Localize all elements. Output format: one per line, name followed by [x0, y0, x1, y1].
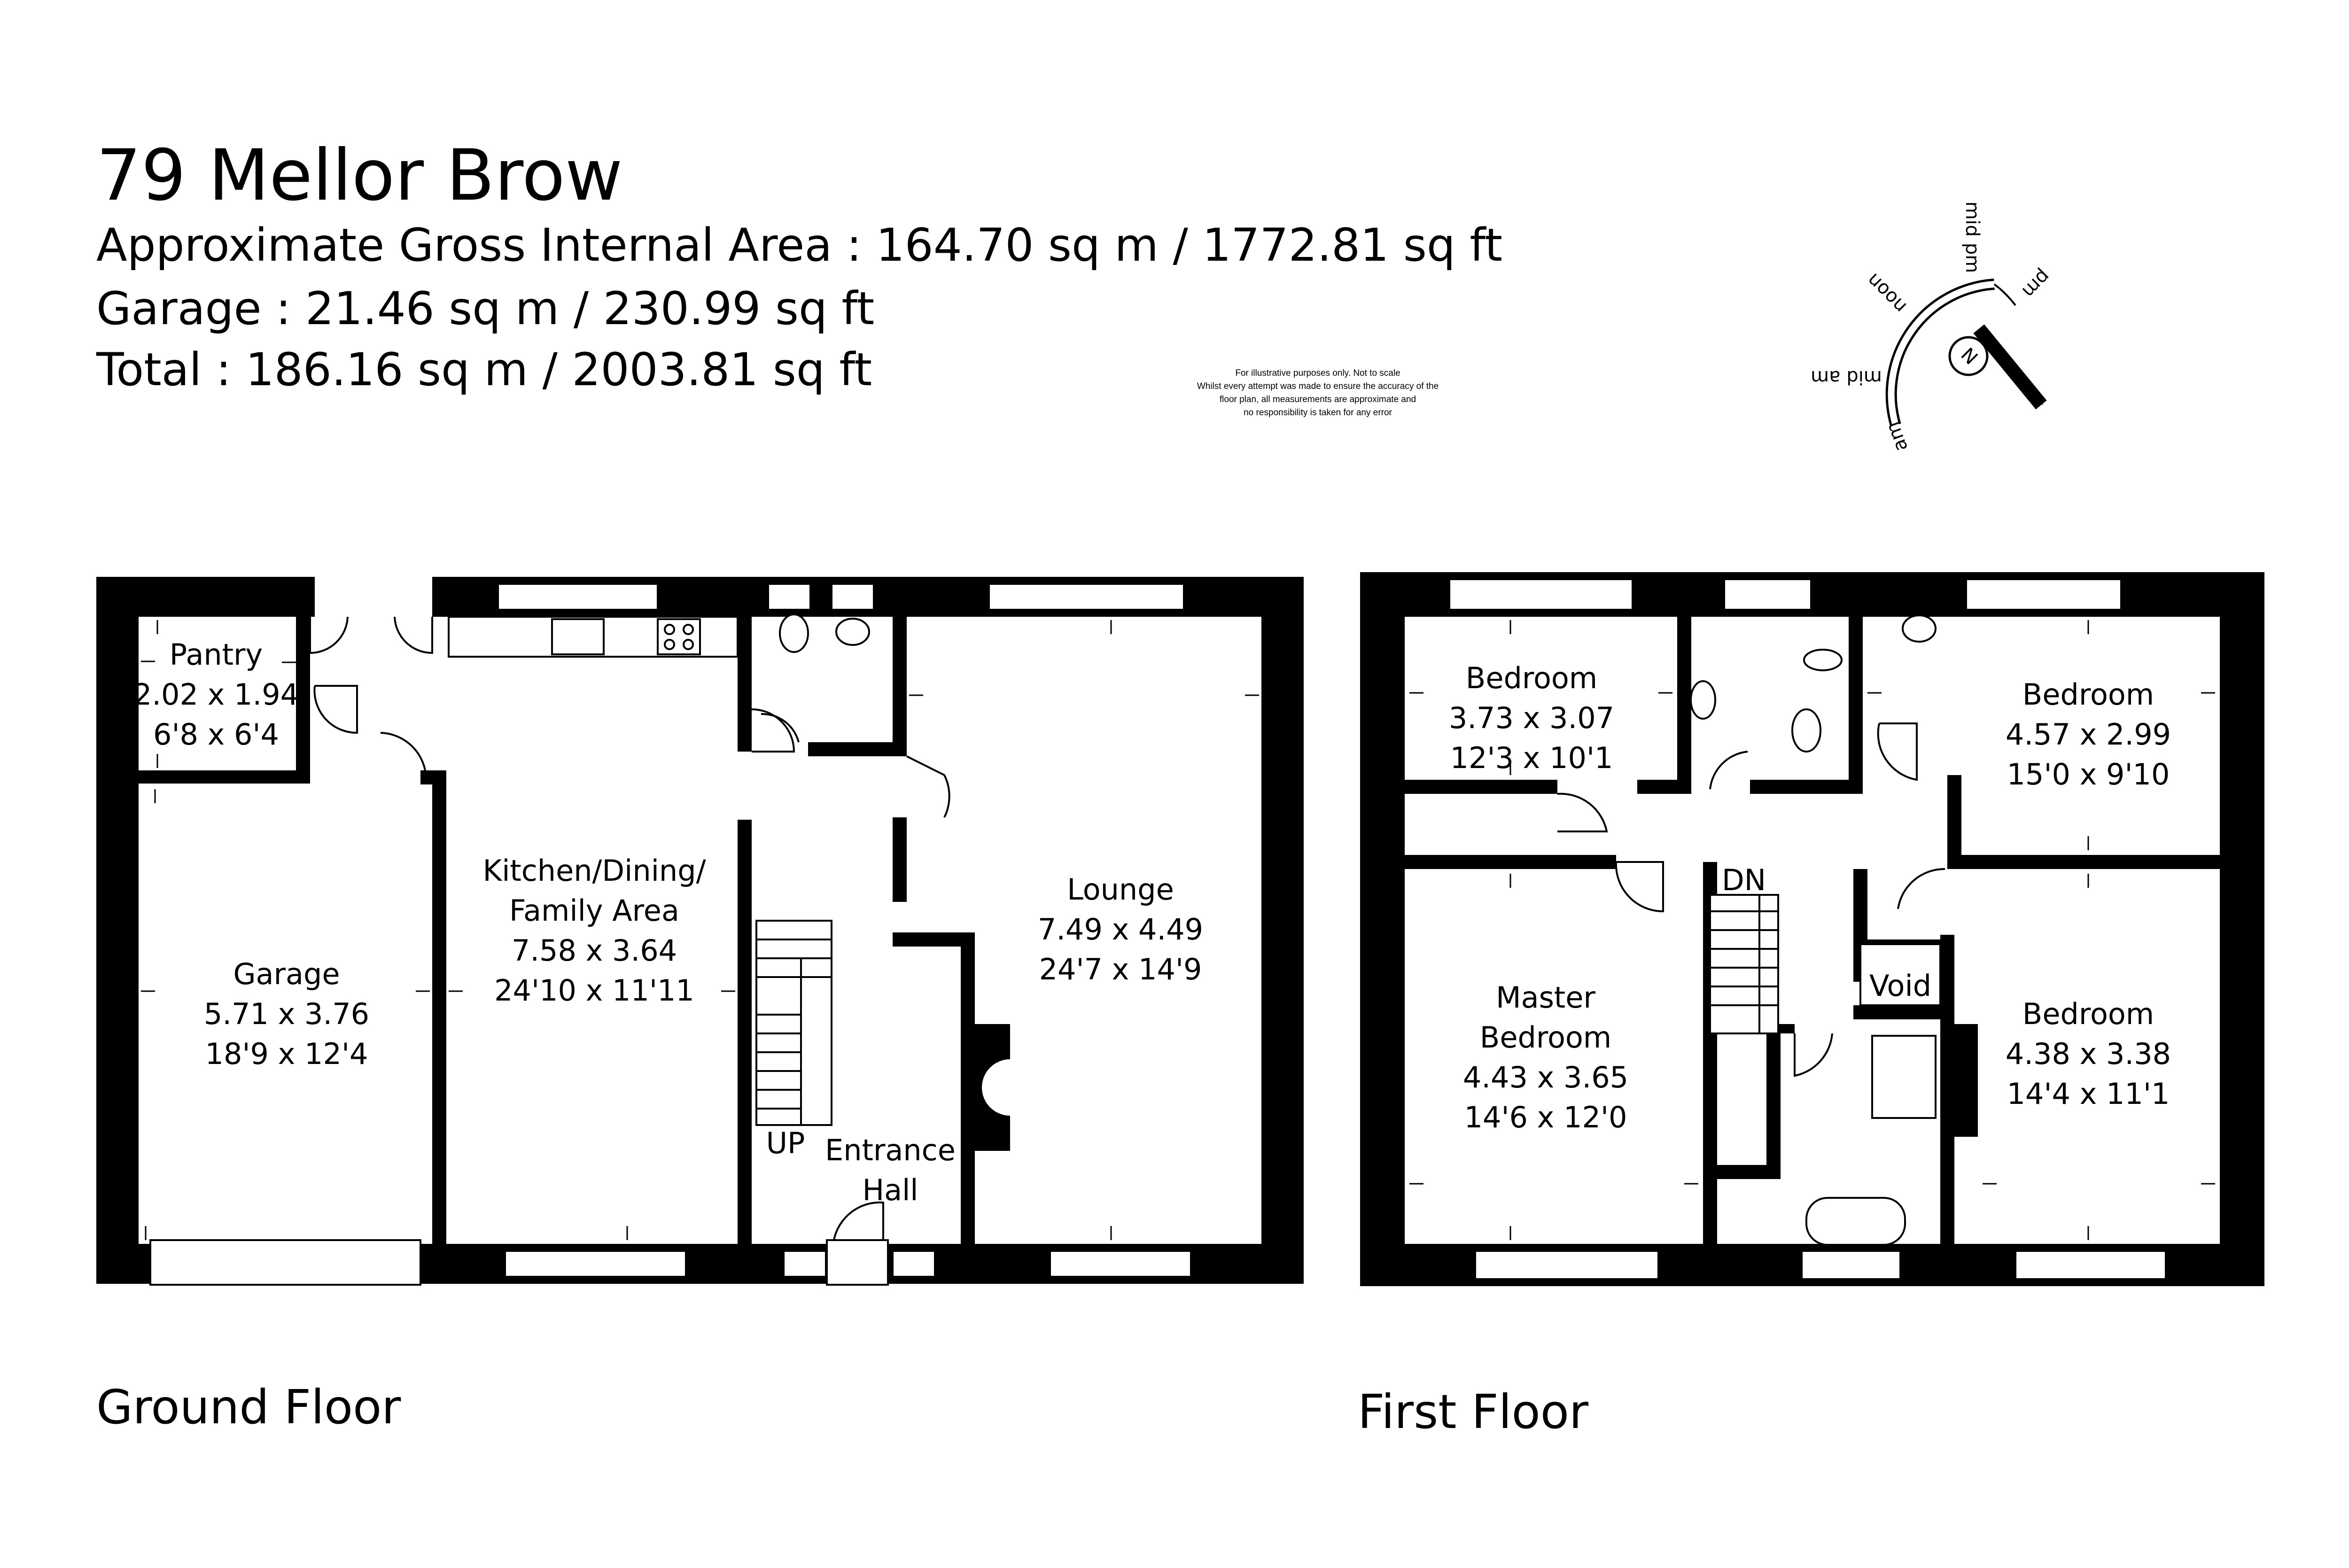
window: [1965, 578, 2122, 611]
disclaimer-line: For illustrative purposes only. Not to s…: [1235, 368, 1400, 378]
window: [831, 583, 875, 611]
toilet-icon: [779, 613, 809, 653]
room-dim-metric: 2.02 x 1.94: [133, 677, 299, 712]
room-dim-imperial: 6'8 x 6'4: [153, 717, 279, 752]
stairs-up-label: UP: [766, 1126, 805, 1160]
room-name: Bedroom: [2022, 997, 2154, 1031]
disclaimer-line: floor plan, all measurements are approxi…: [1220, 395, 1416, 404]
room-dim-metric: 7.49 x 4.49: [1038, 912, 1203, 947]
compass-label: mid am: [1811, 366, 1882, 388]
disclaimer-line: Whilst every attempt was made to ensure …: [1197, 381, 1439, 391]
room-dim-metric: 4.38 x 3.38: [2006, 1037, 2171, 1071]
room-dim-imperial: 24'10 x 11'11: [494, 973, 694, 1008]
basin-icon: [1690, 680, 1716, 720]
window: [504, 1250, 687, 1278]
gross-internal-area: Approximate Gross Internal Area : 164.70…: [96, 219, 1502, 272]
room-name: Bedroom: [2022, 677, 2154, 712]
room-name: Entrance: [825, 1133, 956, 1167]
window: [497, 583, 659, 611]
room-bedroom-front-left: Bedroom 3.73 x 3.07 12'3 x 10'1: [1449, 661, 1614, 775]
basin-icon: [1902, 614, 1937, 643]
void-label: Void: [1869, 969, 1931, 1003]
room-lounge: Lounge 7.49 x 4.49 24'7 x 14'9: [1038, 872, 1203, 986]
room-master-bedroom: Master Bedroom 4.43 x 3.65 14'6 x 12'0: [1463, 980, 1628, 1134]
window: [1049, 1250, 1192, 1278]
disclaimer-line: no responsibility is taken for any error: [1244, 408, 1392, 418]
room-dim-imperial: 18'9 x 12'4: [205, 1037, 368, 1071]
room-dim-imperial: 15'0 x 9'10: [2007, 757, 2170, 792]
window: [1723, 578, 1812, 611]
compass: N mid pm pm noon mid am am: [1811, 202, 2054, 454]
staircase: [755, 920, 832, 1126]
compass-arrow-icon: [2029, 394, 2044, 405]
room-name: Garage: [233, 957, 340, 991]
room-name: Family Area: [509, 893, 679, 928]
room-dim-metric: 7.58 x 3.64: [512, 933, 677, 968]
hob-icon: [657, 618, 701, 655]
room-dim-metric: 5.71 x 3.76: [204, 997, 369, 1031]
first-floor-plan: Bedroom 3.73 x 3.07 12'3 x 10'1 Bedroom …: [1360, 572, 2264, 1286]
compass-label: mid pm: [1961, 202, 1983, 273]
ground-floor-plan: Pantry 2.02 x 1.94 6'8 x 6'4 Garage 5.71…: [96, 577, 1304, 1286]
room-dim-imperial: 14'4 x 11'1: [2007, 1077, 2170, 1111]
room-kitchen-dining: Kitchen/Dining/ Family Area 7.58 x 3.64 …: [483, 854, 706, 1008]
room-name: Lounge: [1067, 872, 1174, 907]
shower-icon: [1871, 1035, 1937, 1119]
dimension-arrows: [1409, 620, 2215, 1240]
room-dim-metric: 4.57 x 2.99: [2006, 717, 2171, 752]
room-dim-imperial: 24'7 x 14'9: [1039, 952, 1202, 986]
property-title: 79 Mellor Brow: [96, 135, 622, 217]
room-garage: Garage 5.71 x 3.76 18'9 x 12'4: [204, 957, 369, 1071]
compass-label: am: [1882, 419, 1912, 454]
void-area: [1859, 943, 1941, 1006]
room-name: Kitchen/Dining/: [483, 854, 706, 888]
room-pantry: Pantry 2.02 x 1.94 6'8 x 6'4: [133, 637, 299, 752]
room-bedroom-rear-right: Bedroom 4.38 x 3.38 14'4 x 11'1: [2006, 997, 2171, 1111]
window: [2015, 1250, 2167, 1280]
room-name: Hall: [862, 1173, 918, 1207]
room-name: Pantry: [170, 637, 263, 672]
garage-door: [149, 1239, 421, 1286]
compass-label: pm: [2018, 265, 2054, 302]
window: [783, 1250, 827, 1278]
total-area: Total : 186.16 sq m / 2003.81 sq ft: [96, 343, 872, 396]
room-dim-imperial: 14'6 x 12'0: [1464, 1100, 1627, 1134]
window: [988, 583, 1185, 611]
bath-icon: [1805, 1197, 1906, 1246]
room-name: Bedroom: [1466, 661, 1597, 695]
sink-icon: [551, 618, 605, 655]
room-dim-metric: 4.43 x 3.65: [1463, 1060, 1628, 1094]
room-name: Bedroom: [1480, 1020, 1611, 1055]
room-dim-imperial: 12'3 x 10'1: [1450, 741, 1613, 775]
stairs-down-label: DN: [1722, 863, 1766, 897]
compass-needle: [1973, 324, 2047, 410]
garage-area: Garage : 21.46 sq m / 230.99 sq ft: [96, 282, 874, 335]
window: [1801, 1250, 1901, 1280]
toilet-icon: [1803, 649, 1843, 671]
room-entrance-hall: Entrance Hall: [825, 1133, 956, 1207]
first-floor-label: First Floor: [1358, 1384, 1589, 1439]
window: [892, 1250, 936, 1278]
compass-label: noon: [1862, 269, 1911, 318]
dimension-arrows: [141, 620, 1259, 1240]
room-bedroom-front-right: Bedroom 4.57 x 2.99 15'0 x 9'10: [2006, 677, 2171, 792]
window: [767, 583, 811, 611]
toilet-icon: [1791, 708, 1821, 753]
room-dim-metric: 3.73 x 3.07: [1449, 701, 1614, 735]
window: [1474, 1250, 1659, 1280]
ground-floor-label: Ground Floor: [96, 1380, 401, 1435]
staircase: [1709, 894, 1779, 1034]
disclaimer: For illustrative purposes only. Not to s…: [1197, 368, 1439, 418]
room-name: Master: [1496, 980, 1595, 1015]
window: [1448, 578, 1633, 611]
basin-icon: [835, 618, 870, 646]
